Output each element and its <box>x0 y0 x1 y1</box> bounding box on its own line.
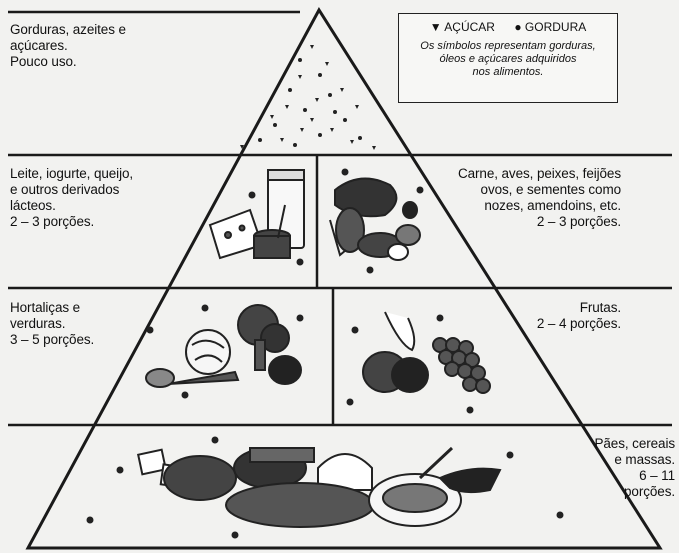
label-fruits: Frutas. 2 – 4 porções. <box>536 300 621 331</box>
label-dairy: Leite, iogurte, queijo, e outros derivad… <box>10 166 134 229</box>
vegetables-illustration <box>145 304 304 399</box>
dairy-illustration <box>208 169 305 266</box>
legend-box: ▼ AÇÚCAR ● GORDURA Os símbolos represent… <box>398 13 618 103</box>
pyramid-outline <box>25 7 663 550</box>
legend-sugar: ▼ AÇÚCAR <box>429 20 495 34</box>
legend-note: Os símbolos representam gorduras, óleos … <box>420 40 596 78</box>
fat-sugar-symbols <box>240 45 376 150</box>
fruits-illustration <box>346 311 491 414</box>
triangle-icon: ▼ <box>429 20 442 34</box>
dot-icon: ● <box>514 20 522 34</box>
label-grains: Pães, cereais e massas. 6 – 11 porções. <box>594 436 676 499</box>
label-vegetables: Hortaliças e verduras. 3 – 5 porções. <box>10 300 95 347</box>
grains-illustration <box>86 436 564 539</box>
label-protein: Carne, aves, peixes, feijões ovos, e sem… <box>457 166 621 229</box>
legend-keys: ▼ AÇÚCAR ● GORDURA <box>399 20 617 34</box>
legend-fat: ● GORDURA <box>514 20 587 34</box>
protein-illustration <box>329 168 424 274</box>
label-fats-sugars: Gorduras, azeites e açúcares. Pouco uso. <box>10 22 126 69</box>
